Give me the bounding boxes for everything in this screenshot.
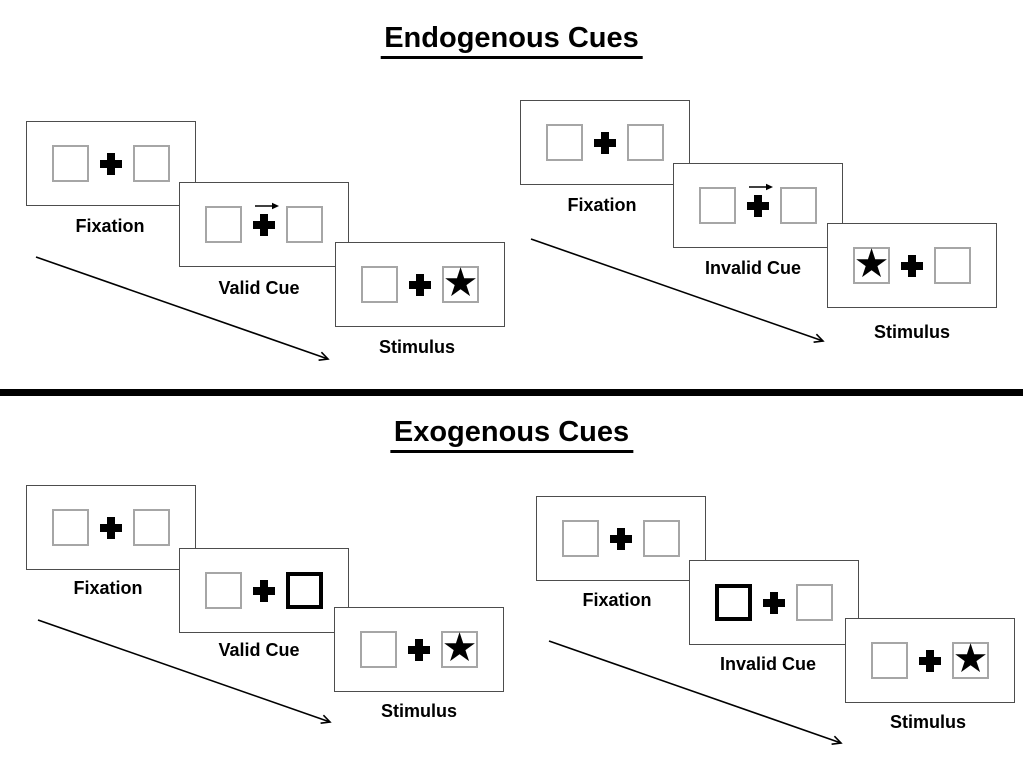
left-box [52, 509, 89, 546]
panel-endogenous-valid-cue [179, 182, 349, 267]
panel-label: Stimulus [378, 337, 456, 357]
timeline-arrow [530, 238, 825, 343]
plus-icon [100, 152, 122, 175]
left-box [52, 145, 89, 182]
plus-icon [919, 649, 941, 672]
fixation-cross [901, 254, 923, 277]
fixation-cross [409, 273, 431, 296]
plus-icon [409, 273, 431, 296]
left-box [562, 520, 599, 557]
right-box [796, 584, 833, 621]
left-box-highlighted [715, 584, 752, 621]
fixation-cross [100, 152, 122, 175]
left-box [205, 572, 242, 609]
panel-endogenous-valid-stimulus: ★ [335, 242, 505, 327]
left-box [871, 642, 908, 679]
timeline-arrow [37, 619, 332, 724]
left-box [699, 187, 736, 224]
section-divider [0, 389, 1023, 396]
panel-endogenous-invalid-fixation [520, 100, 690, 185]
fixation-cross [610, 527, 632, 550]
left-box-with-star: ★ [853, 241, 890, 287]
star-icon: ★ [442, 260, 479, 306]
panel-exogenous-invalid-cue [689, 560, 859, 645]
panel-label: Valid Cue [218, 278, 300, 298]
plus-icon [747, 194, 769, 217]
timeline-arrow [35, 256, 330, 361]
fixation-cross [253, 579, 275, 602]
panel-endogenous-invalid-cue [673, 163, 843, 248]
left-box [205, 206, 242, 243]
right-box-highlighted [286, 572, 323, 609]
plus-icon [253, 213, 275, 236]
fixation-cross [253, 202, 279, 236]
right-box [934, 247, 971, 284]
star-icon: ★ [853, 241, 890, 287]
panel-label: Fixation [73, 578, 143, 598]
right-box [286, 206, 323, 243]
panel-exogenous-invalid-stimulus: ★ [845, 618, 1015, 703]
plus-icon [408, 638, 430, 661]
right-box [133, 145, 170, 182]
fixation-cross [747, 183, 773, 217]
right-box [643, 520, 680, 557]
panel-label: Stimulus [889, 712, 967, 732]
left-box [361, 266, 398, 303]
fixation-cross [408, 638, 430, 661]
left-box [360, 631, 397, 668]
fixation-cross [594, 131, 616, 154]
right-arrow-icon [255, 202, 279, 209]
panel-label: Stimulus [873, 322, 951, 342]
plus-icon [901, 254, 923, 277]
panel-label: Invalid Cue [704, 258, 802, 278]
right-box [627, 124, 664, 161]
fixation-cross [763, 591, 785, 614]
plus-icon [594, 131, 616, 154]
panel-label: Fixation [75, 216, 145, 236]
plus-icon [253, 579, 275, 602]
panel-label: Fixation [582, 590, 652, 610]
right-box-with-star: ★ [441, 625, 478, 671]
section-title-endogenous: Endogenous Cues [380, 22, 643, 59]
right-box-with-star: ★ [442, 260, 479, 306]
panel-exogenous-invalid-fixation [536, 496, 706, 581]
plus-icon [100, 516, 122, 539]
section-title-exogenous: Exogenous Cues [389, 416, 634, 453]
right-box-with-star: ★ [952, 636, 989, 682]
star-icon: ★ [952, 636, 989, 682]
left-box [546, 124, 583, 161]
panel-label: Stimulus [380, 701, 458, 721]
panel-label: Valid Cue [218, 640, 300, 660]
panel-endogenous-invalid-stimulus: ★ [827, 223, 997, 308]
panel-endogenous-valid-fixation [26, 121, 196, 206]
plus-icon [610, 527, 632, 550]
panel-label: Invalid Cue [719, 654, 817, 674]
fixation-cross [919, 649, 941, 672]
timeline-arrow [548, 640, 843, 745]
right-arrow-icon [749, 183, 773, 190]
right-box [133, 509, 170, 546]
panel-exogenous-valid-cue [179, 548, 349, 633]
panel-exogenous-valid-fixation [26, 485, 196, 570]
panel-exogenous-valid-stimulus: ★ [334, 607, 504, 692]
right-box [780, 187, 817, 224]
fixation-cross [100, 516, 122, 539]
panel-label: Fixation [567, 195, 637, 215]
star-icon: ★ [441, 625, 478, 671]
plus-icon [763, 591, 785, 614]
